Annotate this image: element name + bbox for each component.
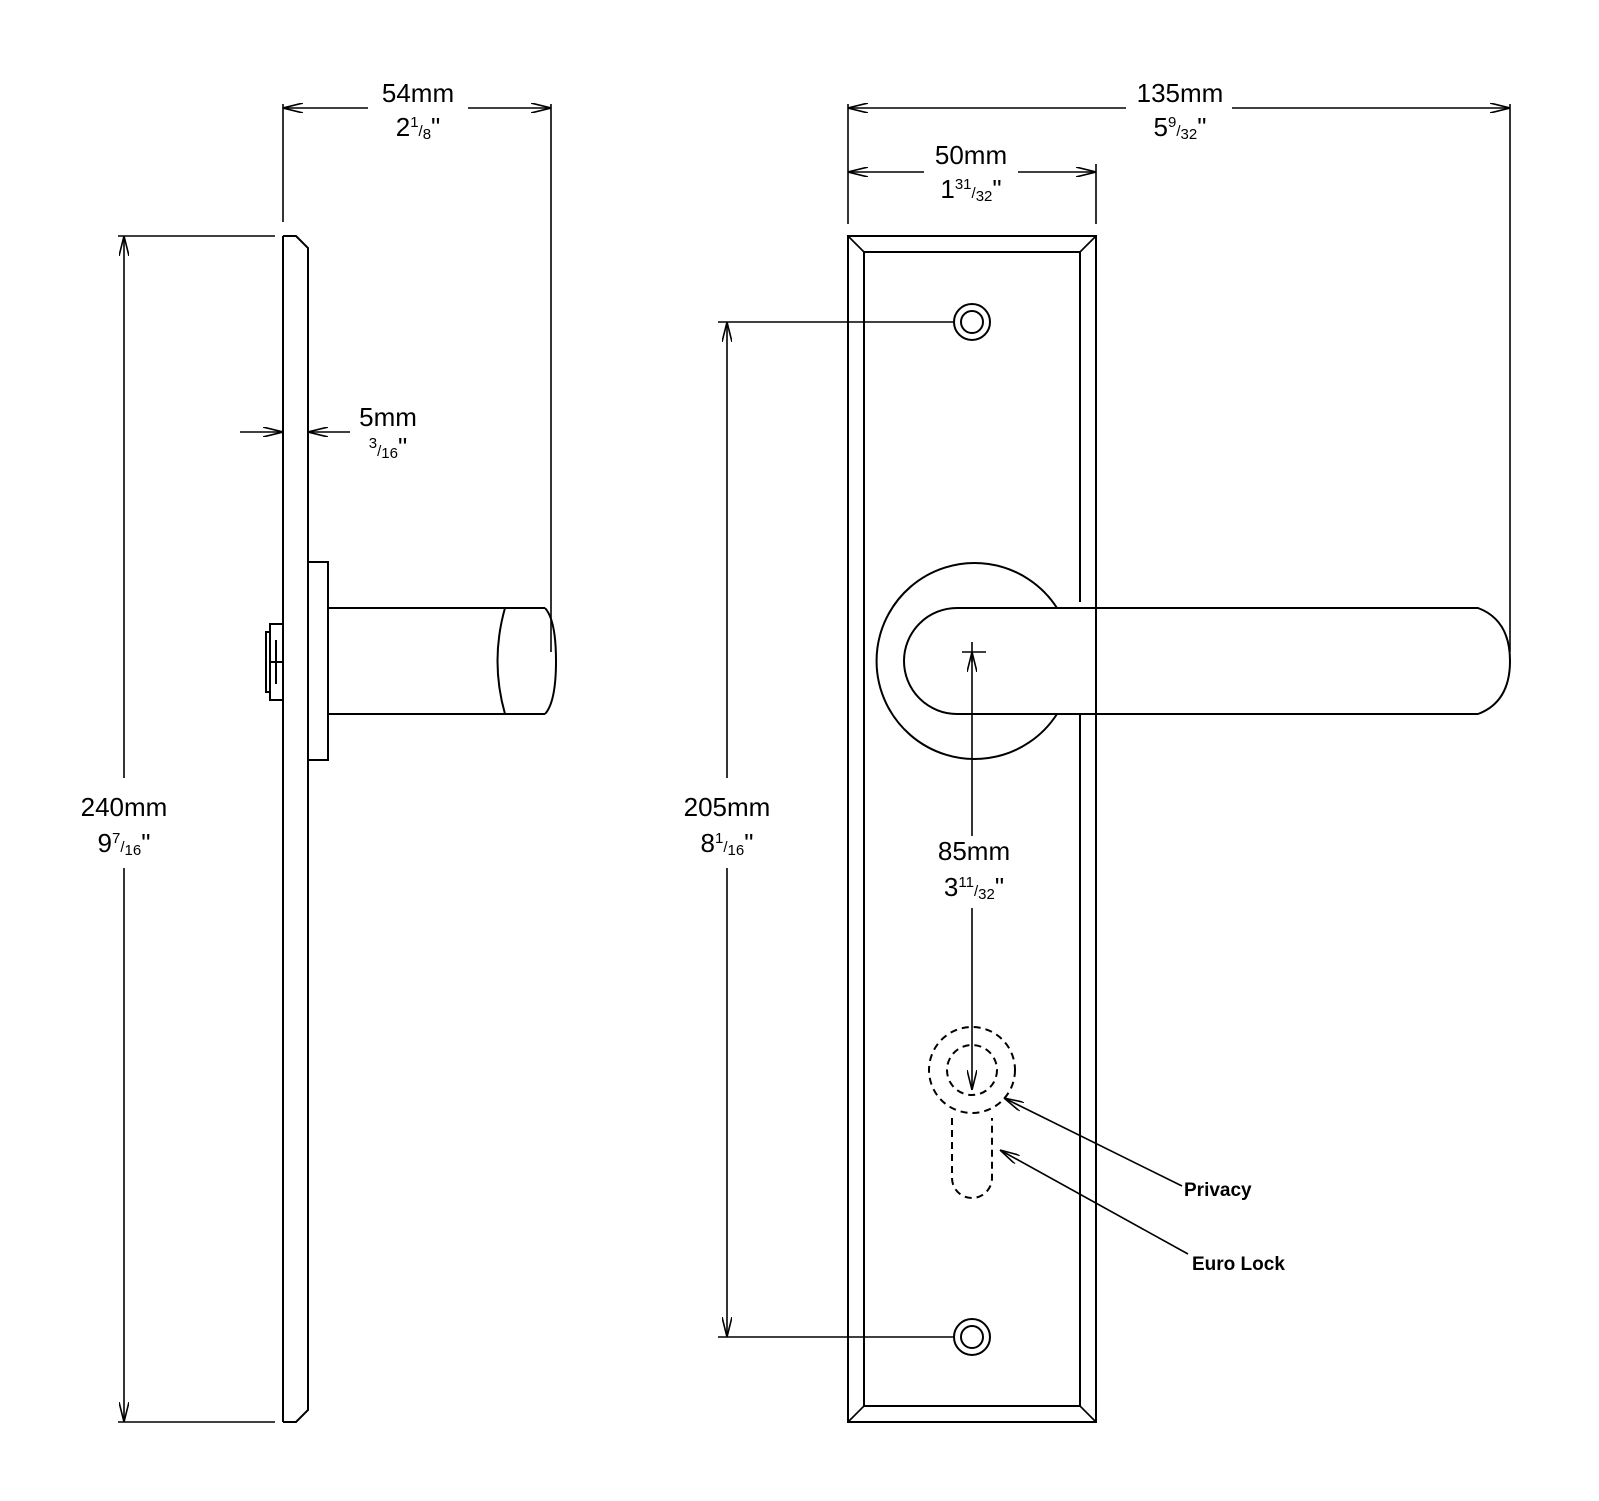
dim-50-mm: 50mm <box>935 140 1007 170</box>
dim-205-mm: 205mm <box>684 792 771 822</box>
dim-240-inch: 97/16" <box>98 828 151 859</box>
screw-hole-top <box>953 303 991 341</box>
front-lever <box>903 607 1512 715</box>
front-backplate-outer <box>847 235 1097 1423</box>
dim-240-mm: 240mm <box>81 792 168 822</box>
front-view: 135mm 59/32" 50mm 131/32" 205mm 81/16" 8… <box>684 78 1512 1423</box>
front-rose <box>875 562 1058 760</box>
callout-leader-privacy <box>1004 1098 1183 1187</box>
side-backplate-outline <box>282 235 309 1423</box>
side-lever-shank <box>328 607 545 715</box>
dim-135-inch: 59/32" <box>1154 112 1207 143</box>
dim-50-inch: 131/32" <box>940 174 1001 205</box>
dim-135-mm: 135mm <box>1137 78 1224 108</box>
front-backplate-bevel-corners <box>847 235 1097 1423</box>
dim-54-inch: 21/8" <box>396 112 441 143</box>
dim-85-mm: 85mm <box>938 836 1010 866</box>
privacy-cutout-inner <box>946 1044 998 1096</box>
dim-5-mm: 5mm <box>359 402 417 432</box>
side-lever-end <box>496 607 558 715</box>
lever-center-mark <box>962 642 986 662</box>
dim-5-inch: 3/16" <box>369 432 407 462</box>
callout-euro-lock: Euro Lock <box>1192 1254 1285 1275</box>
side-spindle-fixing <box>265 623 283 701</box>
callout-privacy: Privacy <box>1184 1180 1252 1201</box>
euro-lock-cutout <box>951 1118 993 1199</box>
privacy-cutout-outer <box>928 1026 1016 1114</box>
dim-85-inch: 311/32" <box>944 872 1004 903</box>
side-rose <box>307 561 329 761</box>
dim-205-inch: 81/16" <box>701 828 754 859</box>
side-view: 54mm 21/8" 5mm 3/16" 240mm 97/16" <box>81 78 558 1423</box>
dim-54-mm: 54mm <box>382 78 454 108</box>
screw-hole-bottom <box>953 1318 991 1356</box>
callout-leader-euro-lock <box>1000 1150 1189 1255</box>
